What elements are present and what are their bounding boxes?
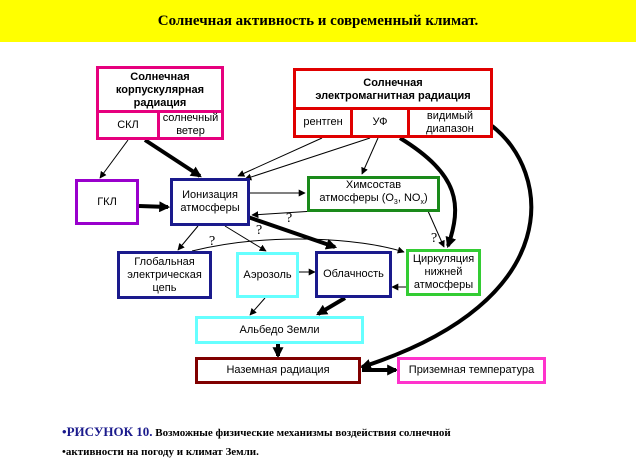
caption-bullet-1: • xyxy=(62,424,67,439)
albedo-label: Альбедо Земли xyxy=(239,323,320,336)
albedo-box: Альбедо Земли xyxy=(195,316,364,344)
ionization-label: Ионизация атмосферы xyxy=(180,189,240,214)
question-mark-1: ? xyxy=(286,211,292,226)
arrow-skl-to-gkl xyxy=(99,139,129,179)
gkl-box: ГКЛ xyxy=(75,179,139,225)
solar-wind-label: солнечный ветер xyxy=(162,112,219,137)
visible-range-label: видимый диапазон xyxy=(426,109,474,135)
cloudiness-box: Облачность xyxy=(315,251,392,298)
electromagnetic-radiation-label: Солнечная электромагнитная радиация xyxy=(315,77,471,102)
arrow-ionization-to-aerosol xyxy=(224,225,267,252)
electromagnetic-radiation-box: Солнечная электромагнитная радиация xyxy=(293,68,493,109)
arrow-chemistry-to-circulation xyxy=(427,210,445,248)
surface-temp-label: Приземная температура xyxy=(408,364,535,376)
question-mark-4: ? xyxy=(431,231,437,246)
figure-caption-line2: •активности на погоду и климат Земли. xyxy=(62,446,259,458)
chemistry-sub-x: x xyxy=(420,199,424,207)
figure-caption-line1: •РИСУНОК 10. Возможные физические механи… xyxy=(62,424,451,440)
skl-label: СКЛ xyxy=(117,118,139,131)
ground-radiation-box: Наземная радиация xyxy=(195,357,361,384)
solar-wind-box: солнечный ветер xyxy=(157,110,224,140)
circulation-box: Циркуляция нижней атмосферы xyxy=(406,249,481,296)
ground-radiation-label: Наземная радиация xyxy=(226,364,330,376)
arrow-cloudiness-to-albedo xyxy=(316,296,347,316)
question-mark-3: ? xyxy=(209,234,215,249)
surface-temp-box: Приземная температура xyxy=(397,357,546,384)
global-circuit-label: Глобальная электрическая цепь xyxy=(127,255,202,294)
arrow-gkl-to-ionization xyxy=(138,201,171,213)
cloudiness-label: Облачность xyxy=(323,268,384,280)
chemistry-sub-3: 3 xyxy=(393,199,398,207)
chemistry-label-prefix: атмосферы (O xyxy=(319,191,394,204)
arrow-em-to-ground-radiation xyxy=(359,124,534,370)
chemistry-label: Химсостав атмосферы (O3, NOx) xyxy=(319,179,427,209)
aerosol-box: Аэрозоль xyxy=(236,252,299,298)
skl-box: СКЛ xyxy=(96,110,160,140)
uv-label: УФ xyxy=(372,116,388,128)
aerosol-label: Аэрозоль xyxy=(243,268,292,281)
caption-figure-number: РИСУНОК 10. xyxy=(66,424,153,439)
global-circuit-box: Глобальная электрическая цепь xyxy=(117,251,212,299)
arrow-ionization-to-global-circuit xyxy=(177,225,199,251)
xray-box: рентген xyxy=(293,107,353,138)
ionization-box: Ионизация атмосферы xyxy=(170,178,250,226)
chemistry-label-suffix: ) xyxy=(423,191,428,204)
chemistry-label-line1: Химсостав xyxy=(345,178,402,191)
circulation-label: Циркуляция нижней атмосферы xyxy=(412,253,475,291)
arrow-ionization-to-cloudiness xyxy=(244,214,338,250)
arrow-em-to-circulation xyxy=(398,136,458,249)
arrow-xray-to-ionization xyxy=(237,137,323,177)
caption-bullet-2: • xyxy=(62,446,66,458)
arrow-aerosol-to-albedo xyxy=(249,297,266,316)
caption-text-1: Возможные физические механизмы воздейств… xyxy=(152,427,451,439)
arrow-corpuscular-to-ionization xyxy=(143,138,202,178)
arrow-global-circuit-to-circulation xyxy=(191,238,405,254)
arrow-uv-to-ionization xyxy=(244,137,371,181)
question-mark-2: ? xyxy=(256,223,262,238)
corpuscular-radiation-label: Солнечная корпускулярная радиация xyxy=(115,71,205,109)
uv-box: УФ xyxy=(350,107,410,138)
arrow-uv-to-chemistry xyxy=(361,137,379,175)
visible-range-box: видимый диапазон xyxy=(407,107,493,138)
page-title: Солнечная активность и современный клима… xyxy=(157,12,479,29)
title-banner: Солнечная активность и современный клима… xyxy=(0,0,636,42)
chemistry-box: Химсостав атмосферы (O3, NOx) xyxy=(307,176,440,212)
gkl-label: ГКЛ xyxy=(97,195,117,208)
caption-text-2: активности на погоду и климат Земли. xyxy=(65,446,259,458)
corpuscular-radiation-box: Солнечная корпускулярная радиация xyxy=(96,66,224,112)
xray-label: рентген xyxy=(303,116,343,128)
chemistry-label-mid: , NO xyxy=(397,191,421,204)
